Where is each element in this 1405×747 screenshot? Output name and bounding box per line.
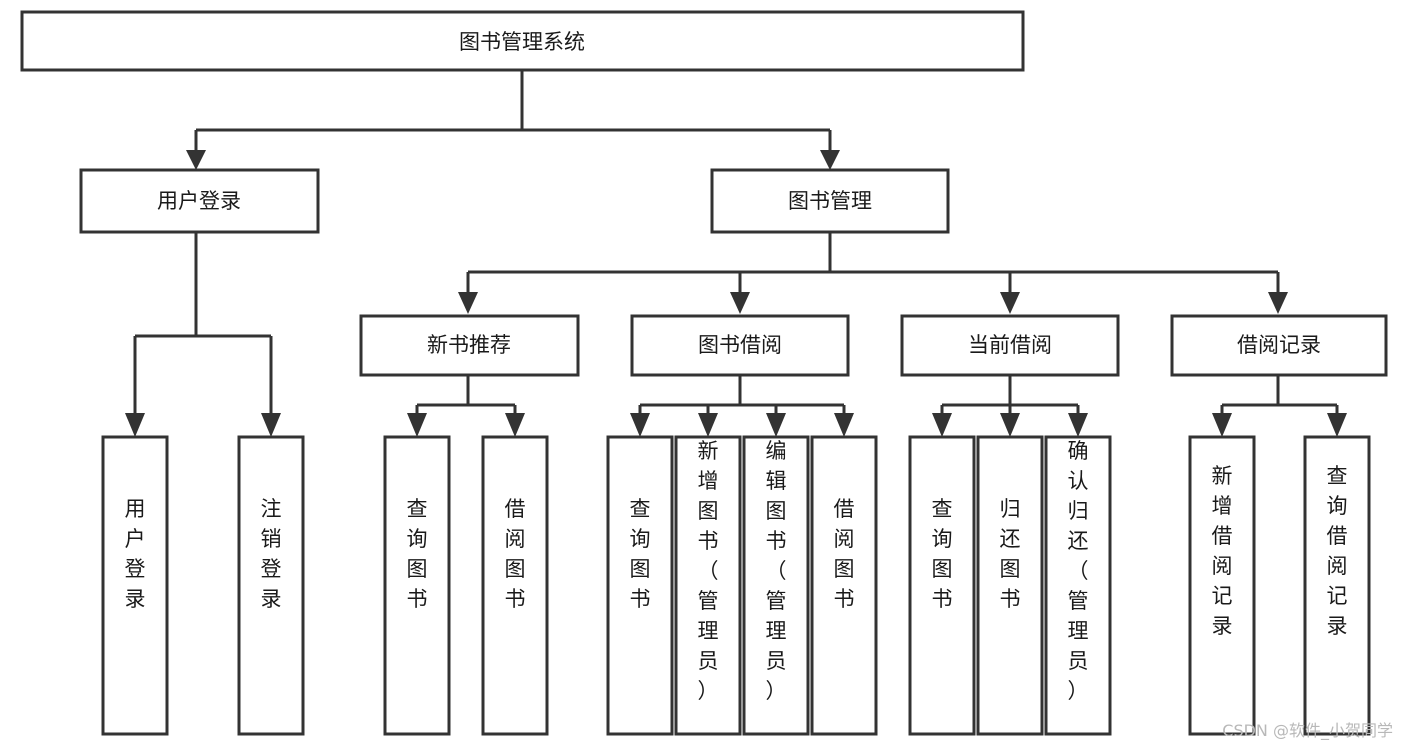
leaf-return-book-box[interactable] <box>976 435 1044 736</box>
arrow-head-leaf-edit-book <box>766 413 786 437</box>
leaf-user-logout-box[interactable] <box>237 435 305 736</box>
leaf-query-record-box[interactable] <box>1303 435 1371 736</box>
arrow-head-user-login <box>186 150 206 170</box>
leaf-query-book-2[interactable]: 查询图书 <box>606 435 674 736</box>
arrow-head-leaf-query-record <box>1327 413 1347 437</box>
leaf-query-record[interactable]: 查询借阅记录 <box>1303 435 1371 736</box>
leaf-query-book-2-label: 查询图书 <box>630 497 651 611</box>
node-book-borrow[interactable]: 图书借阅 <box>630 314 850 377</box>
node-book-manage-box[interactable] <box>710 168 950 234</box>
node-book-manage[interactable]: 图书管理 <box>710 168 950 234</box>
arrow-head-leaf-query-book-1 <box>407 413 427 437</box>
node-current-borrow[interactable]: 当前借阅 <box>900 314 1120 377</box>
leaf-confirm-return[interactable]: 确认归还（管理员） <box>1044 435 1112 736</box>
leaf-user-login[interactable]: 用户登录 <box>101 435 169 736</box>
leaf-return-book[interactable]: 归还图书 <box>976 435 1044 736</box>
arrow-head-book-borrow <box>730 292 750 314</box>
connectors-root <box>186 70 840 170</box>
node-book-manage-label: 图书管理 <box>788 189 872 213</box>
leaf-edit-book-label: 编辑图书（管理员） <box>766 439 787 703</box>
arrow-head-leaf-confirm-return <box>1068 413 1088 437</box>
node-root[interactable]: 图书管理系统 <box>20 10 1025 72</box>
arrow-head-leaf-borrow-book-2 <box>834 413 854 437</box>
leaf-add-book-label: 新增图书（管理员） <box>698 439 719 703</box>
connectors-book-borrow <box>630 375 854 437</box>
node-user-login-label: 用户登录 <box>157 189 241 213</box>
connectors-book-manage <box>458 232 1288 314</box>
arrow-head-leaf-query-book-3 <box>932 413 952 437</box>
leaf-user-login-label: 用户登录 <box>125 497 146 611</box>
leaf-return-book-label: 归还图书 <box>1000 497 1021 611</box>
node-new-book-recommend-label: 新书推荐 <box>427 333 511 357</box>
arrow-head-leaf-user-logout <box>261 413 281 437</box>
arrow-head-leaf-add-book <box>698 413 718 437</box>
node-root-box[interactable] <box>20 10 1025 72</box>
node-current-borrow-box[interactable] <box>900 314 1120 377</box>
leaf-edit-book[interactable]: 编辑图书（管理员） <box>742 435 810 736</box>
leaf-query-book-3-box[interactable] <box>908 435 976 736</box>
leaf-user-logout[interactable]: 注销登录 <box>237 435 305 736</box>
leaf-borrow-book-1[interactable]: 借阅图书 <box>481 435 549 736</box>
connectors-borrow-record <box>1212 375 1347 437</box>
leaf-borrow-book-2[interactable]: 借阅图书 <box>810 435 878 736</box>
arrow-head-current-borrow <box>1000 292 1020 314</box>
node-user-login[interactable]: 用户登录 <box>79 168 320 234</box>
connectors-current-borrow <box>932 375 1088 437</box>
node-borrow-record-box[interactable] <box>1170 314 1388 377</box>
arrow-head-book-manage <box>820 150 840 170</box>
leaf-add-book-box[interactable] <box>674 435 742 736</box>
node-book-borrow-label: 图书借阅 <box>698 333 782 357</box>
node-current-borrow-label: 当前借阅 <box>968 333 1052 357</box>
arrow-head-new-book-recommend <box>458 292 478 314</box>
arrow-head-leaf-return-book <box>1000 413 1020 437</box>
arrow-head-leaf-add-record <box>1212 413 1232 437</box>
connectors-new-book-recommend <box>407 375 525 437</box>
leaf-query-book-3[interactable]: 查询图书 <box>908 435 976 736</box>
arrow-head-borrow-record <box>1268 292 1288 314</box>
node-new-book-recommend[interactable]: 新书推荐 <box>359 314 580 377</box>
leaf-query-book-3-label: 查询图书 <box>932 497 953 611</box>
leaf-query-book-1-label: 查询图书 <box>407 497 428 611</box>
arrow-head-leaf-user-login <box>125 413 145 437</box>
arrow-head-leaf-query-book-2 <box>630 413 650 437</box>
leaf-query-record-label: 查询借阅记录 <box>1327 464 1348 638</box>
node-user-login-box[interactable] <box>79 168 320 234</box>
connectors-user-login <box>125 232 281 437</box>
node-book-borrow-box[interactable] <box>630 314 850 377</box>
leaf-add-book[interactable]: 新增图书（管理员） <box>674 435 742 736</box>
leaf-query-book-2-box[interactable] <box>606 435 674 736</box>
leaf-borrow-book-2-label: 借阅图书 <box>834 497 855 611</box>
leaf-confirm-return-label: 确认归还（管理员） <box>1068 439 1089 703</box>
leaf-edit-book-box[interactable] <box>742 435 810 736</box>
leaf-borrow-book-2-box[interactable] <box>810 435 878 736</box>
arrow-head-leaf-borrow-book-1 <box>505 413 525 437</box>
leaf-user-logout-label: 注销登录 <box>261 497 282 611</box>
node-borrow-record-label: 借阅记录 <box>1237 333 1321 357</box>
leaf-add-record-box[interactable] <box>1188 435 1256 736</box>
leaf-borrow-book-1-box[interactable] <box>481 435 549 736</box>
leaf-add-record[interactable]: 新增借阅记录 <box>1188 435 1256 736</box>
leaf-user-login-box[interactable] <box>101 435 169 736</box>
leaf-query-book-1[interactable]: 查询图书 <box>383 435 451 736</box>
leaf-add-record-label: 新增借阅记录 <box>1212 464 1233 638</box>
node-root-label: 图书管理系统 <box>459 30 585 54</box>
leaf-borrow-book-1-label: 借阅图书 <box>505 497 526 611</box>
leaf-confirm-return-box[interactable] <box>1044 435 1112 736</box>
node-new-book-recommend-box[interactable] <box>359 314 580 377</box>
node-borrow-record[interactable]: 借阅记录 <box>1170 314 1388 377</box>
leaf-query-book-1-box[interactable] <box>383 435 451 736</box>
